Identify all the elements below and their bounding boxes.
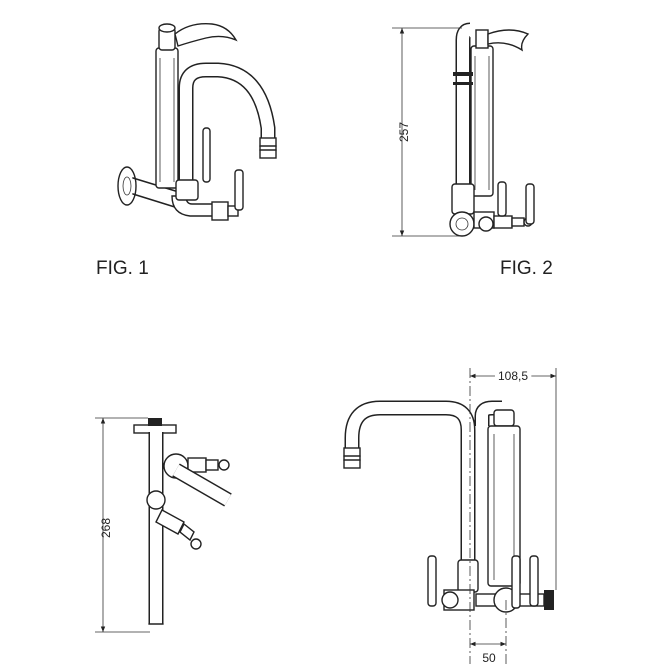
fig2-dimension-height: 257	[397, 122, 411, 142]
fig4-dimension-width-top: 108,5	[498, 369, 528, 383]
fig1-wall-rosette	[117, 166, 137, 206]
fig2-lever	[497, 181, 507, 217]
fig1-faucet-perspective	[117, 23, 277, 221]
fig3-dimension-height: 268	[99, 518, 113, 538]
fig1-label: FIG. 1	[96, 258, 149, 279]
fig2-wall-rosette	[449, 211, 475, 237]
fig4-faucet-front	[343, 368, 557, 664]
fig2-faucet-side	[392, 22, 535, 237]
fig1-column	[155, 23, 179, 189]
fig1-spout	[178, 62, 277, 196]
fig2-top-lever	[487, 29, 530, 52]
fig4-lever-left	[427, 555, 437, 607]
fig2-label: FIG. 2	[500, 258, 553, 279]
fig4-dimension-width-bottom: 50	[482, 651, 496, 665]
fig3-faucet-top	[95, 417, 232, 633]
fig4-column	[487, 425, 521, 587]
fig1-lower-lever	[234, 169, 244, 211]
fig4-lever-right	[511, 555, 521, 609]
fig1-top-lever	[174, 23, 238, 47]
